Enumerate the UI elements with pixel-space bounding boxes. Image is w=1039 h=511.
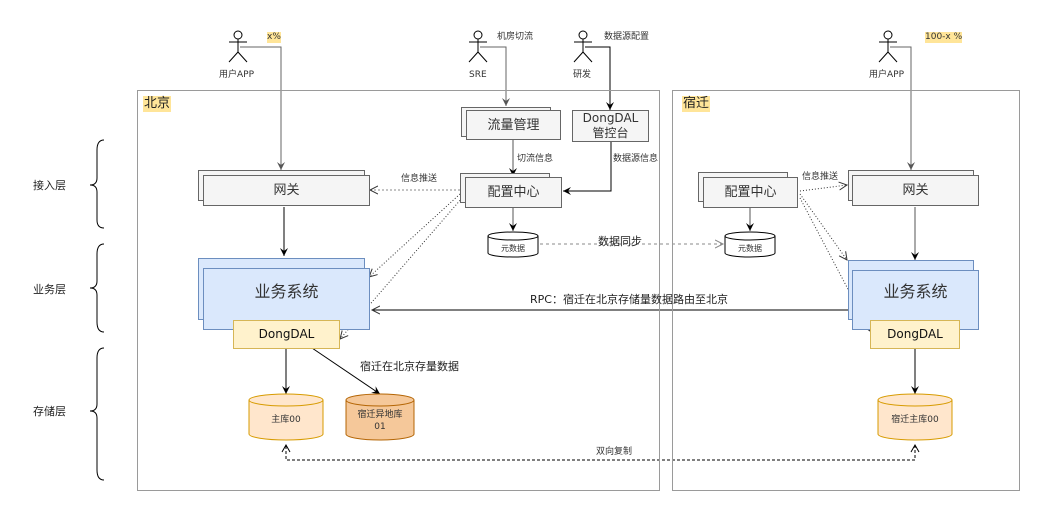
actor-dev-label: 研发	[573, 70, 592, 80]
region-beijing-title: 北京	[143, 96, 172, 112]
gateway-beijing-box[interactable]: 网关	[203, 175, 370, 206]
region-suqian-title: 宿迁	[682, 96, 711, 112]
actor-user-suqian-label: 用户APP	[869, 70, 905, 80]
edge-dal-to-remote	[311, 347, 381, 395]
actor-user-suqian-icon	[878, 30, 898, 63]
master-db-beijing-label: 主库00	[271, 415, 301, 425]
label-datasource-info: 数据源信息	[613, 154, 659, 164]
label-data-sync: 数据同步	[598, 235, 642, 248]
dongdal-suqian-box[interactable]: DongDAL	[870, 320, 960, 349]
edge-sq-config-push-dal	[799, 197, 870, 331]
master-db-suqian-label: 宿迁主库00	[891, 415, 939, 425]
metadata-suqian-label: 元数据	[738, 244, 762, 253]
actor-dev-action: 数据源配置	[604, 32, 650, 42]
layer-label-storage: 存储层	[33, 405, 66, 418]
edge-sre-to-traffic	[480, 46, 510, 106]
region-beijing	[137, 90, 660, 491]
config-center-suqian-box[interactable]: 配置中心	[703, 177, 798, 208]
label-info-push-suqian: 信息推送	[802, 172, 839, 182]
actor-dev-icon	[573, 30, 593, 63]
label-info-push-beijing: 信息推送	[401, 174, 438, 184]
edge-dev-to-console	[585, 46, 614, 110]
metadata-beijing-label: 元数据	[501, 244, 525, 253]
actor-sre-label: SRE	[469, 70, 487, 80]
actor-sre-action: 机房切流	[497, 32, 534, 42]
edge-console-to-config	[563, 142, 612, 195]
edge-config-push-dal	[340, 197, 463, 339]
label-switch-info: 切流信息	[517, 154, 554, 164]
gateway-suqian-box[interactable]: 网关	[852, 175, 979, 206]
edge-user-sq-to-gateway	[890, 46, 915, 170]
master-db-suqian-cylinder	[877, 393, 953, 441]
remote-db-beijing-cylinder	[345, 393, 415, 441]
label-stock-data: 宿迁在北京存量数据	[360, 360, 459, 373]
brace-access-layer	[89, 139, 105, 229]
brace-business-layer	[89, 243, 105, 333]
layer-label-access: 接入层	[33, 179, 66, 192]
actor-user-beijing-label: 用户APP	[219, 70, 255, 80]
label-bidirectional-replication: 双向复制	[596, 447, 633, 457]
edge-sq-config-push-gateway	[799, 185, 847, 192]
master-db-beijing-cylinder	[248, 393, 324, 441]
edge-bidirectional-replication	[285, 446, 916, 461]
edge-config-push-business	[369, 193, 461, 277]
actor-sre-icon	[468, 30, 488, 63]
dongdal-beijing-box[interactable]: DongDAL	[233, 320, 340, 349]
business-beijing-box[interactable]: 业务系统	[203, 268, 370, 330]
config-center-beijing-box[interactable]: 配置中心	[465, 177, 562, 208]
metadata-suqian-cylinder	[724, 231, 776, 258]
traffic-share-suqian: 100-x %	[925, 32, 963, 43]
brace-storage-layer	[89, 347, 105, 481]
metadata-beijing-cylinder	[487, 231, 539, 258]
label-rpc: RPC：宿迁在北京存储量数据路由至北京	[530, 293, 728, 306]
region-suqian	[672, 90, 1020, 491]
actor-user-beijing-icon	[228, 30, 248, 63]
layer-label-business: 业务层	[33, 283, 66, 296]
traffic-share-beijing: x%	[267, 32, 281, 43]
remote-db-beijing-label: 宿迁异地库 01	[357, 410, 403, 432]
edge-user-bj-to-gateway	[240, 46, 285, 170]
dongdal-console-box[interactable]: DongDAL 管控台	[572, 110, 649, 142]
traffic-mgmt-box[interactable]: 流量管理	[466, 110, 561, 140]
